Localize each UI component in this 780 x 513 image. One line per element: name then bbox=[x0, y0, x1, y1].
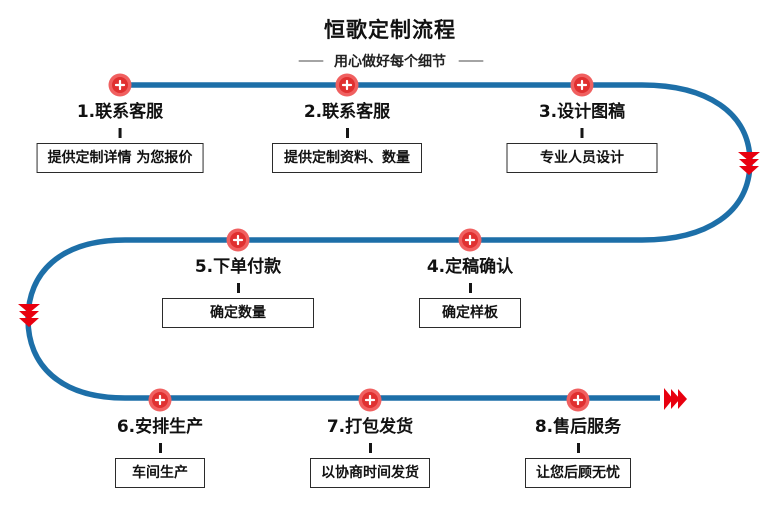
step-detail-box: 提供定制资料、数量 bbox=[272, 143, 422, 173]
connector-tick bbox=[158, 443, 162, 453]
step-5: 5.下单付款 确定数量 bbox=[162, 256, 314, 328]
connector-tick bbox=[580, 128, 584, 138]
step-2: 2.联系客服 提供定制资料、数量 bbox=[272, 101, 422, 173]
arrow-right-end bbox=[664, 388, 687, 410]
arrow-down-right-curve bbox=[738, 152, 760, 175]
subtitle-right-dash: —— bbox=[458, 53, 484, 69]
step-detail-box: 以协商时间发货 bbox=[310, 458, 430, 488]
diagram-header: 恒歌定制流程 —— 用心做好每个细节 —— bbox=[0, 14, 780, 71]
step-node-4 bbox=[457, 227, 483, 253]
step-node-6 bbox=[147, 387, 173, 413]
step-6: 6.安排生产 车间生产 bbox=[115, 416, 205, 488]
step-detail-box: 专业人员设计 bbox=[506, 143, 658, 173]
step-node-3 bbox=[569, 72, 595, 98]
step-label: 7.打包发货 bbox=[326, 417, 414, 437]
step-1: 1.联系客服 提供定制详情 为您报价 bbox=[36, 101, 204, 173]
step-3: 3.设计图稿 专业人员设计 bbox=[506, 101, 658, 173]
subtitle-text: 用心做好每个细节 bbox=[334, 54, 446, 70]
arrow-down-left-curve bbox=[18, 304, 40, 327]
connector-tick bbox=[118, 128, 122, 138]
step-7: 7.打包发货 以协商时间发货 bbox=[310, 416, 430, 488]
step-node-2 bbox=[334, 72, 360, 98]
step-detail-box: 确定样板 bbox=[419, 298, 521, 328]
step-label: 2.联系客服 bbox=[303, 102, 391, 122]
page-title: 恒歌定制流程 bbox=[324, 18, 456, 42]
flow-line bbox=[25, 82, 753, 401]
step-node-7 bbox=[357, 387, 383, 413]
step-detail-box: 提供定制详情 为您报价 bbox=[36, 143, 204, 173]
step-label: 6.安排生产 bbox=[116, 417, 204, 437]
step-label: 4.定稿确认 bbox=[426, 257, 514, 277]
step-node-1 bbox=[107, 72, 133, 98]
step-4: 4.定稿确认 确定样板 bbox=[419, 256, 521, 328]
step-detail-box: 车间生产 bbox=[115, 458, 205, 488]
step-node-5 bbox=[225, 227, 251, 253]
connector-tick bbox=[468, 283, 472, 293]
step-label: 1.联系客服 bbox=[76, 102, 164, 122]
step-detail-box: 确定数量 bbox=[162, 298, 314, 328]
step-label: 8.售后服务 bbox=[534, 417, 622, 437]
connector-tick bbox=[576, 443, 580, 453]
subtitle-left-dash: —— bbox=[298, 53, 324, 69]
connector-tick bbox=[345, 128, 349, 138]
connector-tick bbox=[368, 443, 372, 453]
page-subtitle: —— 用心做好每个细节 —— bbox=[0, 51, 780, 71]
step-node-8 bbox=[565, 387, 591, 413]
step-8: 8.售后服务 让您后顾无忧 bbox=[525, 416, 631, 488]
step-label: 3.设计图稿 bbox=[538, 102, 626, 122]
step-detail-box: 让您后顾无忧 bbox=[525, 458, 631, 488]
connector-tick bbox=[236, 283, 240, 293]
step-label: 5.下单付款 bbox=[194, 257, 282, 277]
